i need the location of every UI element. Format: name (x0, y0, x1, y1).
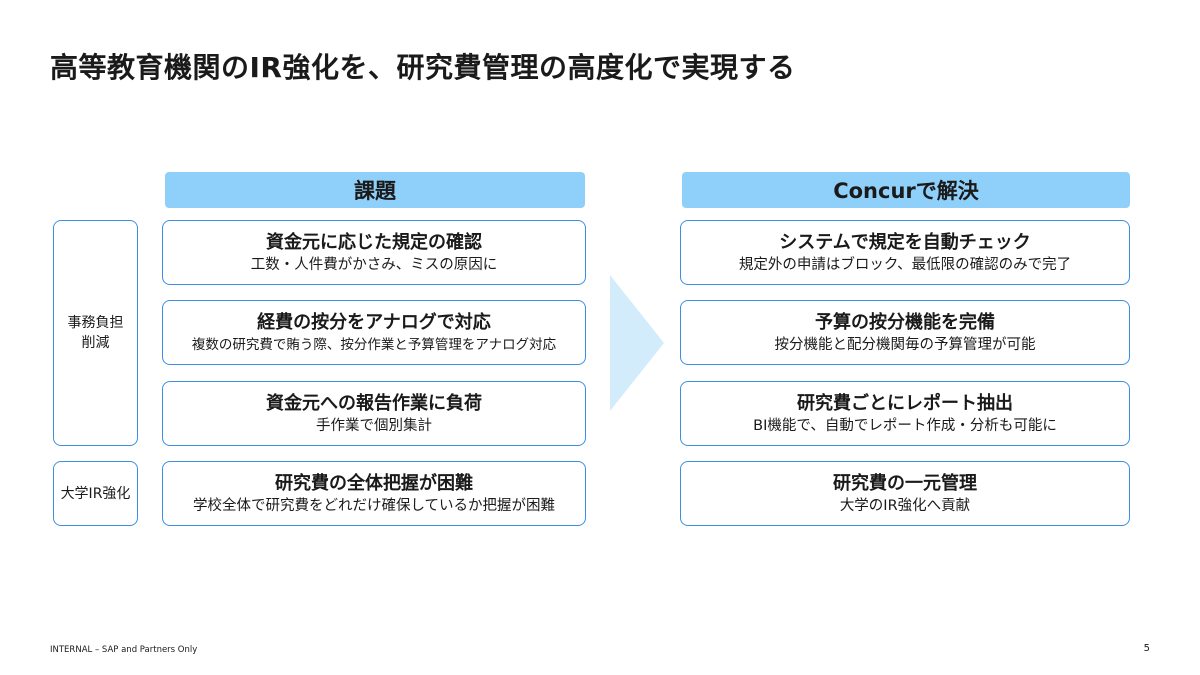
solution-desc: 大学のIR強化へ貢献 (839, 497, 971, 514)
issue-title: 資金元に応じた規定の確認 (266, 231, 482, 253)
issue-desc: 複数の研究費で賄う際、按分作業と予算管理をアナログ対応 (191, 336, 557, 353)
solution-title: 研究費の一元管理 (833, 472, 977, 494)
page-number: 5 (1143, 643, 1150, 654)
issue-box-3: 資金元への報告作業に負荷 手作業で個別集計 (162, 381, 586, 446)
page-title: 高等教育機関のIR強化を、研究費管理の高度化で実現する (50, 51, 796, 84)
solution-box-4: 研究費の一元管理 大学のIR強化へ貢献 (680, 461, 1130, 526)
arrow-shape (610, 275, 664, 411)
issue-title: 研究費の全体把握が困難 (275, 472, 473, 494)
issue-box-4: 研究費の全体把握が困難 学校全体で研究費をどれだけ確保しているか把握が困難 (162, 461, 586, 526)
solution-box-3: 研究費ごとにレポート抽出 BI機能で、自動でレポート作成・分析も可能に (680, 381, 1130, 446)
issue-box-2: 経費の按分をアナログで対応 複数の研究費で賄う際、按分作業と予算管理をアナログ対… (162, 300, 586, 365)
footer-classification: INTERNAL – SAP and Partners Only (50, 645, 198, 655)
solution-title: 研究費ごとにレポート抽出 (797, 392, 1013, 414)
solution-title: 予算の按分機能を完備 (815, 311, 995, 333)
issue-box-1: 資金元に応じた規定の確認 工数・人件費がかさみ、ミスの原因に (162, 220, 586, 285)
solution-box-2: 予算の按分機能を完備 按分機能と配分機関毎の予算管理が可能 (680, 300, 1130, 365)
issue-title: 資金元への報告作業に負荷 (266, 392, 482, 414)
issues-header: 課題 (165, 172, 585, 208)
solution-box-1: システムで規定を自動チェック 規定外の申請はブロック、最低限の確認のみで完了 (680, 220, 1130, 285)
solution-title: システムで規定を自動チェック (779, 231, 1031, 253)
solution-header: Concurで解決 (682, 172, 1130, 208)
solution-desc: 按分機能と配分機関毎の予算管理が可能 (774, 336, 1036, 353)
category-ir: 大学IR強化 (53, 461, 138, 526)
category-efficiency-line1: 事務負担 (67, 315, 124, 331)
issue-desc: 工数・人件費がかさみ、ミスの原因に (250, 256, 498, 273)
solution-desc: BI機能で、自動でレポート作成・分析も可能に (753, 417, 1057, 434)
issue-desc: 手作業で個別集計 (316, 417, 432, 434)
right-arrow-icon (610, 275, 664, 411)
category-efficiency-line2: 削減 (81, 335, 110, 351)
issue-desc: 学校全体で研究費をどれだけ確保しているか把握が困難 (192, 497, 556, 514)
issue-title: 経費の按分をアナログで対応 (257, 311, 491, 333)
category-efficiency: 事務負担 削減 (53, 220, 138, 446)
solution-desc: 規定外の申請はブロック、最低限の確認のみで完了 (738, 256, 1072, 273)
